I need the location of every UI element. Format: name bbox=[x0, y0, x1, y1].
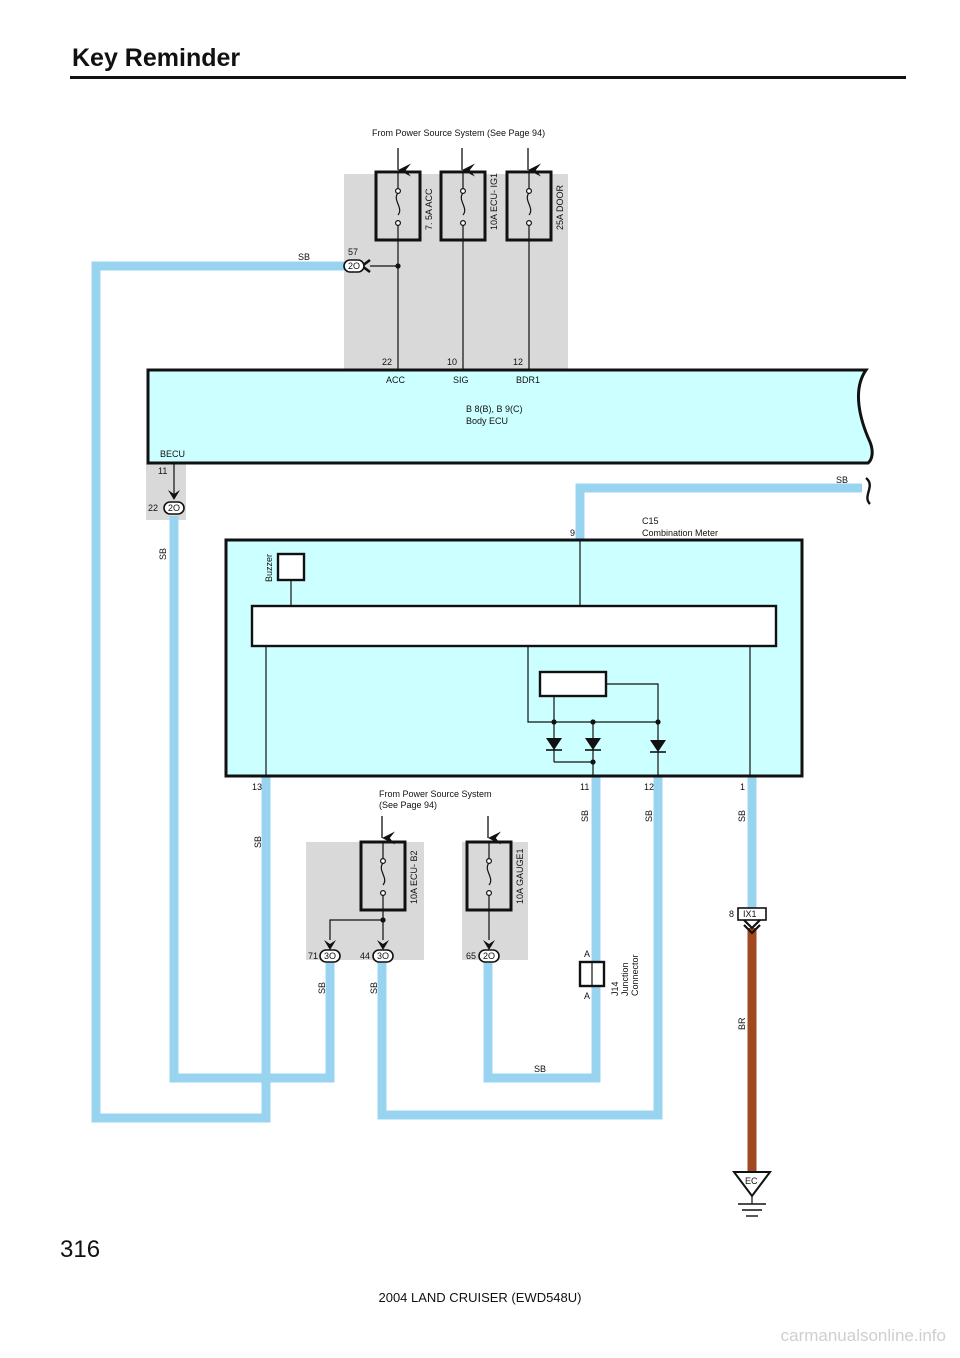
fuse-ecu-b2 bbox=[359, 840, 407, 940]
power-source-mid-label-2: (See Page 94) bbox=[379, 800, 437, 810]
wire-sb-13-label: SB bbox=[253, 836, 263, 848]
fuse-ig1-label: 10A ECU- IG1 bbox=[489, 173, 499, 230]
pin-22a-label: 22 bbox=[382, 357, 392, 367]
footer-text: 2004 LAND CRUISER (EWD548U) bbox=[378, 1290, 582, 1305]
conn-2o-57-label: 2O bbox=[348, 261, 360, 271]
connector-2o-22 bbox=[163, 501, 185, 515]
page-number: 316 bbox=[60, 1236, 101, 1263]
pin-bdr1-label: BDR1 bbox=[516, 375, 540, 385]
meter-diode-network bbox=[527, 646, 659, 776]
connector-3o-71 bbox=[319, 949, 341, 963]
sb-wire-65-to-j14 bbox=[483, 776, 601, 1083]
arrow-65 bbox=[483, 940, 495, 950]
splice-dot-acc bbox=[395, 263, 401, 269]
pin-9-label: 9 bbox=[570, 528, 575, 538]
diode-symbols bbox=[546, 738, 666, 753]
junction-box-top bbox=[344, 174, 568, 370]
pin-10-label: 10 bbox=[447, 357, 457, 367]
sb-wire-44-to-12 bbox=[377, 776, 663, 1120]
title-rule bbox=[70, 76, 906, 79]
connector-ix1 bbox=[737, 907, 767, 921]
body-ecu-box bbox=[146, 368, 874, 465]
sb-wire-57-loop bbox=[91, 261, 354, 1123]
becu-arrow bbox=[168, 490, 180, 500]
diode-1 bbox=[546, 738, 562, 750]
j14-label-3: Connector bbox=[630, 954, 640, 996]
fuse-door-label: 25A DOOR bbox=[555, 184, 565, 230]
wire-break-symbol bbox=[865, 477, 871, 505]
power-source-top-label: From Power Source System (See Page 94) bbox=[372, 128, 545, 138]
sb-wires bbox=[91, 261, 862, 1123]
pin-22b-label: 22 bbox=[148, 503, 158, 513]
buzzer-label: Buzzer bbox=[264, 554, 274, 582]
junction-box-gauge1 bbox=[462, 842, 528, 960]
wire-sb-bottom-label: SB bbox=[534, 1064, 546, 1074]
watermark: carmanualsonline.info bbox=[780, 1326, 946, 1345]
j14-pin-a-top: A bbox=[584, 949, 590, 959]
body-ecu-label-2: Body ECU bbox=[466, 416, 508, 426]
fuse-acc-label: 7. 5A ACC bbox=[424, 188, 434, 230]
j14-label-2: Junction bbox=[620, 962, 630, 996]
diode-2 bbox=[585, 738, 601, 750]
meter-label-1: C15 bbox=[642, 516, 659, 526]
pin-13-label: 13 bbox=[252, 782, 262, 792]
pin-1-label: 1 bbox=[740, 782, 745, 792]
j14-label-1: J14 bbox=[610, 981, 620, 996]
pin-57-label: 57 bbox=[348, 247, 358, 257]
connector-2o-57 bbox=[343, 259, 365, 273]
pin-acc-label: ACC bbox=[386, 375, 406, 385]
buzzer-box bbox=[276, 552, 306, 582]
pin-sig-label: SIG bbox=[453, 375, 469, 385]
pin-44-label: 44 bbox=[360, 951, 370, 961]
fuse-gauge1 bbox=[465, 840, 513, 940]
ground-triangle bbox=[732, 1171, 772, 1198]
combination-meter-box bbox=[224, 538, 804, 778]
fuse-output-lines bbox=[370, 240, 530, 370]
body-ecu-label-1: B 8(B), B 9(C) bbox=[466, 404, 523, 414]
wire-sb-12-label: SB bbox=[644, 810, 654, 822]
ecu-b2-split-line bbox=[329, 919, 383, 940]
becu-label: BECU bbox=[160, 449, 185, 459]
wire-sb-1-label: SB bbox=[737, 810, 747, 822]
fuse-ecu-b2-label: 10A ECU- B2 bbox=[409, 850, 419, 904]
fuse-gauge1-label: 10A GAUGE1 bbox=[515, 848, 525, 904]
connector-3o-44 bbox=[372, 949, 394, 963]
pin-11b-label: 11 bbox=[580, 782, 589, 792]
ix1-arrows bbox=[743, 919, 761, 935]
wire-sb-11-label: SB bbox=[580, 810, 590, 822]
connector-2o-65 bbox=[478, 949, 500, 963]
conn-3o-44-label: 3O bbox=[377, 951, 389, 961]
pin-65-label: 65 bbox=[466, 951, 476, 961]
wire-sb-body-label: SB bbox=[836, 475, 848, 485]
conn-2o-22-label: 2O bbox=[168, 503, 180, 513]
conn-2o-65-label: 2O bbox=[483, 951, 495, 961]
wire-sb-71-label: SB bbox=[317, 982, 327, 994]
page-title: Key Reminder bbox=[72, 44, 241, 72]
pin-12b-label: 12 bbox=[644, 782, 654, 792]
wire-sb-44-label: SB bbox=[369, 982, 379, 994]
wire-sb-57-label: SB bbox=[298, 252, 310, 262]
arrow-44 bbox=[377, 940, 389, 950]
pin-8-label: 8 bbox=[729, 909, 734, 919]
diode-3 bbox=[650, 740, 666, 752]
wire-sb-becu-label: SB bbox=[158, 548, 168, 560]
meter-internal-bus bbox=[250, 604, 778, 648]
meter-label-2: Combination Meter bbox=[642, 528, 718, 538]
sb-wire-9-to-body bbox=[575, 483, 862, 540]
wire-br-label: BR bbox=[737, 1017, 747, 1030]
power-source-mid-label-1: From Power Source System bbox=[379, 789, 492, 799]
arrow-71 bbox=[324, 940, 336, 950]
ground-label: EC bbox=[745, 1176, 758, 1186]
sb-wire-becu-to-71 bbox=[169, 516, 335, 1083]
pin-12a-label: 12 bbox=[513, 357, 523, 367]
pin-71-label: 71 bbox=[308, 951, 318, 961]
meter-ic-box bbox=[538, 670, 608, 698]
conn-3o-71-label: 3O bbox=[324, 951, 336, 961]
j14-pin-a-bottom: A bbox=[584, 991, 590, 1001]
pin-11a-label: 11 bbox=[158, 466, 167, 476]
ix1-label: IX1 bbox=[743, 909, 757, 919]
